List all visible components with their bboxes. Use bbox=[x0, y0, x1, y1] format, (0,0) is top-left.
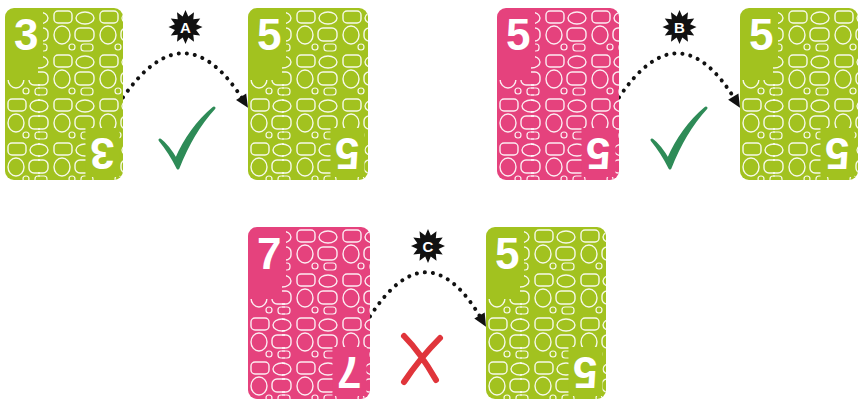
number-card: 33 bbox=[5, 8, 123, 180]
bubble-pattern bbox=[486, 299, 522, 399]
dotted-line bbox=[370, 272, 482, 320]
card-number: 5 bbox=[490, 230, 524, 279]
step-letter: B bbox=[674, 20, 685, 35]
dotted-line bbox=[619, 53, 736, 101]
card-number: 5 bbox=[744, 11, 778, 60]
dotted-arrow bbox=[619, 10, 740, 108]
bubble-pattern bbox=[248, 80, 284, 180]
arrow-head bbox=[474, 313, 486, 327]
number-card: 55 bbox=[486, 227, 606, 399]
arrow-head bbox=[728, 94, 740, 108]
bubble-pattern bbox=[497, 80, 534, 180]
card-number-inverted: 5 bbox=[820, 128, 854, 177]
bubble-pattern bbox=[773, 8, 858, 180]
card-number-inverted: 5 bbox=[568, 347, 602, 396]
bubble-pattern bbox=[282, 227, 370, 399]
check-mark bbox=[160, 108, 214, 168]
card-number-inverted: 5 bbox=[330, 128, 364, 177]
dotted-arrow bbox=[123, 10, 248, 108]
card-number-inverted: 3 bbox=[85, 128, 119, 177]
card-number: 3 bbox=[9, 11, 43, 60]
number-card: 55 bbox=[248, 8, 368, 180]
bubble-pattern bbox=[282, 8, 368, 180]
cross-mark bbox=[404, 336, 440, 382]
bubble-pattern bbox=[5, 80, 40, 180]
bubble-pattern bbox=[38, 8, 123, 180]
check-mark bbox=[652, 108, 706, 168]
card-number: 5 bbox=[252, 11, 286, 60]
number-card: 55 bbox=[497, 8, 619, 180]
starburst bbox=[411, 229, 445, 263]
bubble-pattern bbox=[531, 8, 619, 180]
step-letter: A bbox=[180, 20, 191, 35]
arrow-head bbox=[236, 94, 248, 108]
card-number-inverted: 7 bbox=[332, 347, 366, 396]
number-card: 55 bbox=[740, 8, 858, 180]
bubble-pattern bbox=[520, 227, 606, 399]
card-number: 7 bbox=[252, 230, 286, 279]
number-card: 77 bbox=[248, 227, 370, 399]
dotted-line bbox=[123, 53, 244, 101]
card-number: 5 bbox=[501, 11, 535, 60]
card-number-inverted: 5 bbox=[581, 128, 615, 177]
starburst bbox=[663, 10, 697, 44]
step-letter: C bbox=[423, 239, 434, 254]
dotted-arrow bbox=[370, 229, 486, 327]
bubble-pattern bbox=[248, 299, 285, 399]
starburst bbox=[169, 10, 203, 44]
bubble-pattern bbox=[740, 80, 775, 180]
